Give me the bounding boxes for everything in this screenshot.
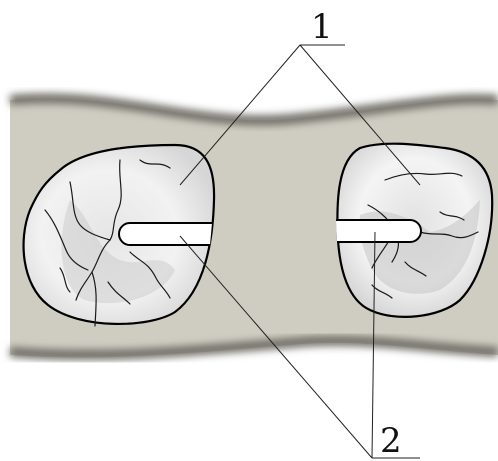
right-cavity-slot [336, 220, 421, 242]
left-cavity-slot [119, 223, 212, 245]
right-premolar [336, 144, 492, 317]
callout-label-1: 1 [311, 7, 333, 47]
callout-label-2: 2 [380, 421, 402, 461]
